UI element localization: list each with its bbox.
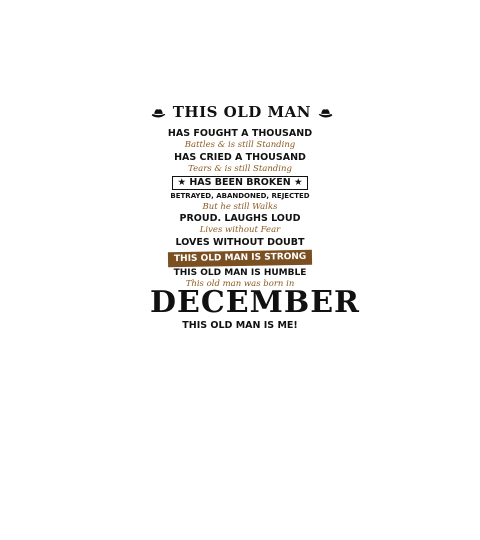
quote-poster: THIS OLD MAN HAS FOUGHT A THOUSAND Battl… [150, 95, 360, 340]
cowboy-hat-icon [318, 109, 332, 118]
line-tears: Tears & is still Standing [188, 164, 292, 174]
cowboy-hat-icon [151, 109, 166, 118]
line-loves: LOVES WITHOUT DOUBT [175, 237, 305, 248]
line-proud: PROUD. LAUGHS LOUD [179, 213, 301, 224]
line-me: THIS OLD MAN IS ME! [182, 320, 298, 331]
line-fought: HAS FOUGHT A THOUSAND [167, 128, 313, 139]
month-heading: DECEMBER [150, 285, 360, 320]
line-broken-wrap: ★ HAS BEEN BROKEN ★ [150, 176, 330, 190]
broken-box: ★ HAS BEEN BROKEN ★ [172, 176, 308, 190]
line-humble: THIS OLD MAN IS HUMBLE [173, 268, 307, 278]
line-walks: But he still Walks [202, 202, 278, 212]
line-battles: Battles & is still Standing [184, 140, 296, 150]
line-born: This old man was born in [185, 279, 295, 289]
line-strong-wrap: THIS OLD MAN IS STRONG [150, 249, 330, 268]
line-broken: HAS BEEN BROKEN [189, 177, 291, 188]
strong-banner: THIS OLD MAN IS STRONG [167, 249, 313, 268]
poster-title: THIS OLD MAN [150, 103, 332, 121]
line-cried: HAS CRIED A THOUSAND [174, 152, 306, 163]
line-betrayed: BETRAYED, ABANDONED, REJECTED [170, 192, 310, 200]
title-text: THIS OLD MAN [172, 103, 311, 121]
line-fear: Lives without Fear [199, 225, 281, 235]
